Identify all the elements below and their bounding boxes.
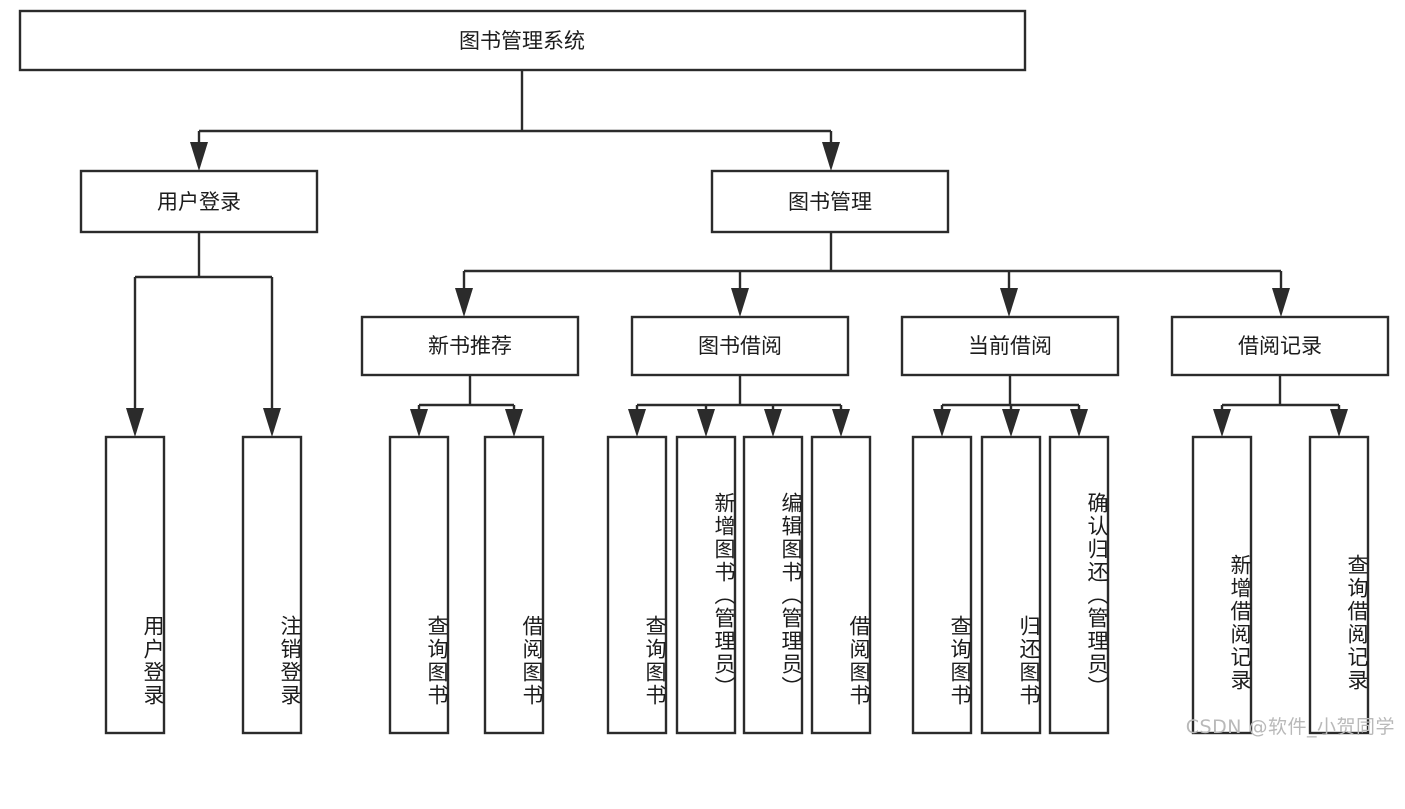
arrow-to-leaf-user-logout <box>263 408 281 437</box>
flowchart-svg: 图书管理系统 用户登录 图书管理 新书推荐 图书借阅 当前借阅 借阅记录 <box>18 9 1390 735</box>
arrow-to-leaf-edit-book <box>764 409 782 437</box>
node-leaf-query-book-2-box[interactable] <box>606 435 668 735</box>
node-leaf-user-logout-box[interactable] <box>241 435 303 735</box>
node-group: 图书管理系统 用户登录 图书管理 新书推荐 图书借阅 当前借阅 借阅记录 <box>18 9 1390 735</box>
node-current-borrow-box[interactable] <box>900 315 1120 377</box>
node-root-box[interactable] <box>18 9 1027 72</box>
arrow-to-new-book-rec <box>455 288 473 317</box>
arrow-to-leaf-query-book-3 <box>933 409 951 437</box>
node-book-manage-label: 图书管理 <box>788 190 872 214</box>
csdn-watermark: CSDN @软件_小贺同学 <box>1185 716 1395 738</box>
arrow-to-leaf-borrow-book-2 <box>832 409 850 437</box>
node-leaf-query-record-box[interactable] <box>1308 435 1370 735</box>
node-book-borrow-label: 图书借阅 <box>698 334 782 358</box>
arrow-to-leaf-user-login <box>126 408 144 437</box>
arrow-to-leaf-return-book <box>1002 409 1020 437</box>
node-leaf-confirm-return-box[interactable] <box>1048 435 1110 735</box>
arrow-to-leaf-query-book-2 <box>628 409 646 437</box>
node-book-borrow-box[interactable] <box>630 315 850 377</box>
arrow-to-leaf-query-record <box>1330 409 1348 437</box>
arrow-to-current-borrow <box>1000 288 1018 317</box>
node-book-manage-box[interactable] <box>710 169 950 234</box>
node-new-book-rec-box[interactable] <box>360 315 580 377</box>
node-leaf-borrow-book-2-box[interactable] <box>810 435 872 735</box>
connector-group <box>126 70 1348 437</box>
arrow-to-leaf-add-record <box>1213 409 1231 437</box>
arrow-to-leaf-add-book <box>697 409 715 437</box>
node-new-book-rec-label: 新书推荐 <box>428 334 512 358</box>
arrow-to-leaf-confirm-return <box>1070 409 1088 437</box>
node-leaf-edit-book-box[interactable] <box>742 435 804 735</box>
arrow-to-leaf-query-book-1 <box>410 409 428 437</box>
node-leaf-borrow-book-1-box[interactable] <box>483 435 545 735</box>
arrow-to-user-login <box>190 142 208 171</box>
arrow-to-book-manage <box>822 142 840 171</box>
node-current-borrow-label: 当前借阅 <box>968 334 1052 358</box>
node-user-login-label: 用户登录 <box>157 190 241 214</box>
node-borrow-record-label: 借阅记录 <box>1238 334 1322 358</box>
node-leaf-query-book-3-box[interactable] <box>911 435 973 735</box>
node-user-login-box[interactable] <box>79 169 319 234</box>
node-leaf-query-book-1-box[interactable] <box>388 435 450 735</box>
hierarchy-diagram-canvas: 图书管理系统 用户登录 图书管理 新书推荐 图书借阅 当前借阅 借阅记录 <box>18 9 1395 738</box>
arrow-to-book-borrow <box>731 288 749 317</box>
node-leaf-return-book-box[interactable] <box>980 435 1042 735</box>
node-leaf-add-record-box[interactable] <box>1191 435 1253 735</box>
arrow-to-leaf-borrow-book-1 <box>505 409 523 437</box>
node-borrow-record-box[interactable] <box>1170 315 1390 377</box>
node-leaf-user-login-box[interactable] <box>104 435 166 735</box>
arrow-to-borrow-record <box>1272 288 1290 317</box>
node-root-label: 图书管理系统 <box>459 29 585 53</box>
node-leaf-add-book-box[interactable] <box>675 435 737 735</box>
